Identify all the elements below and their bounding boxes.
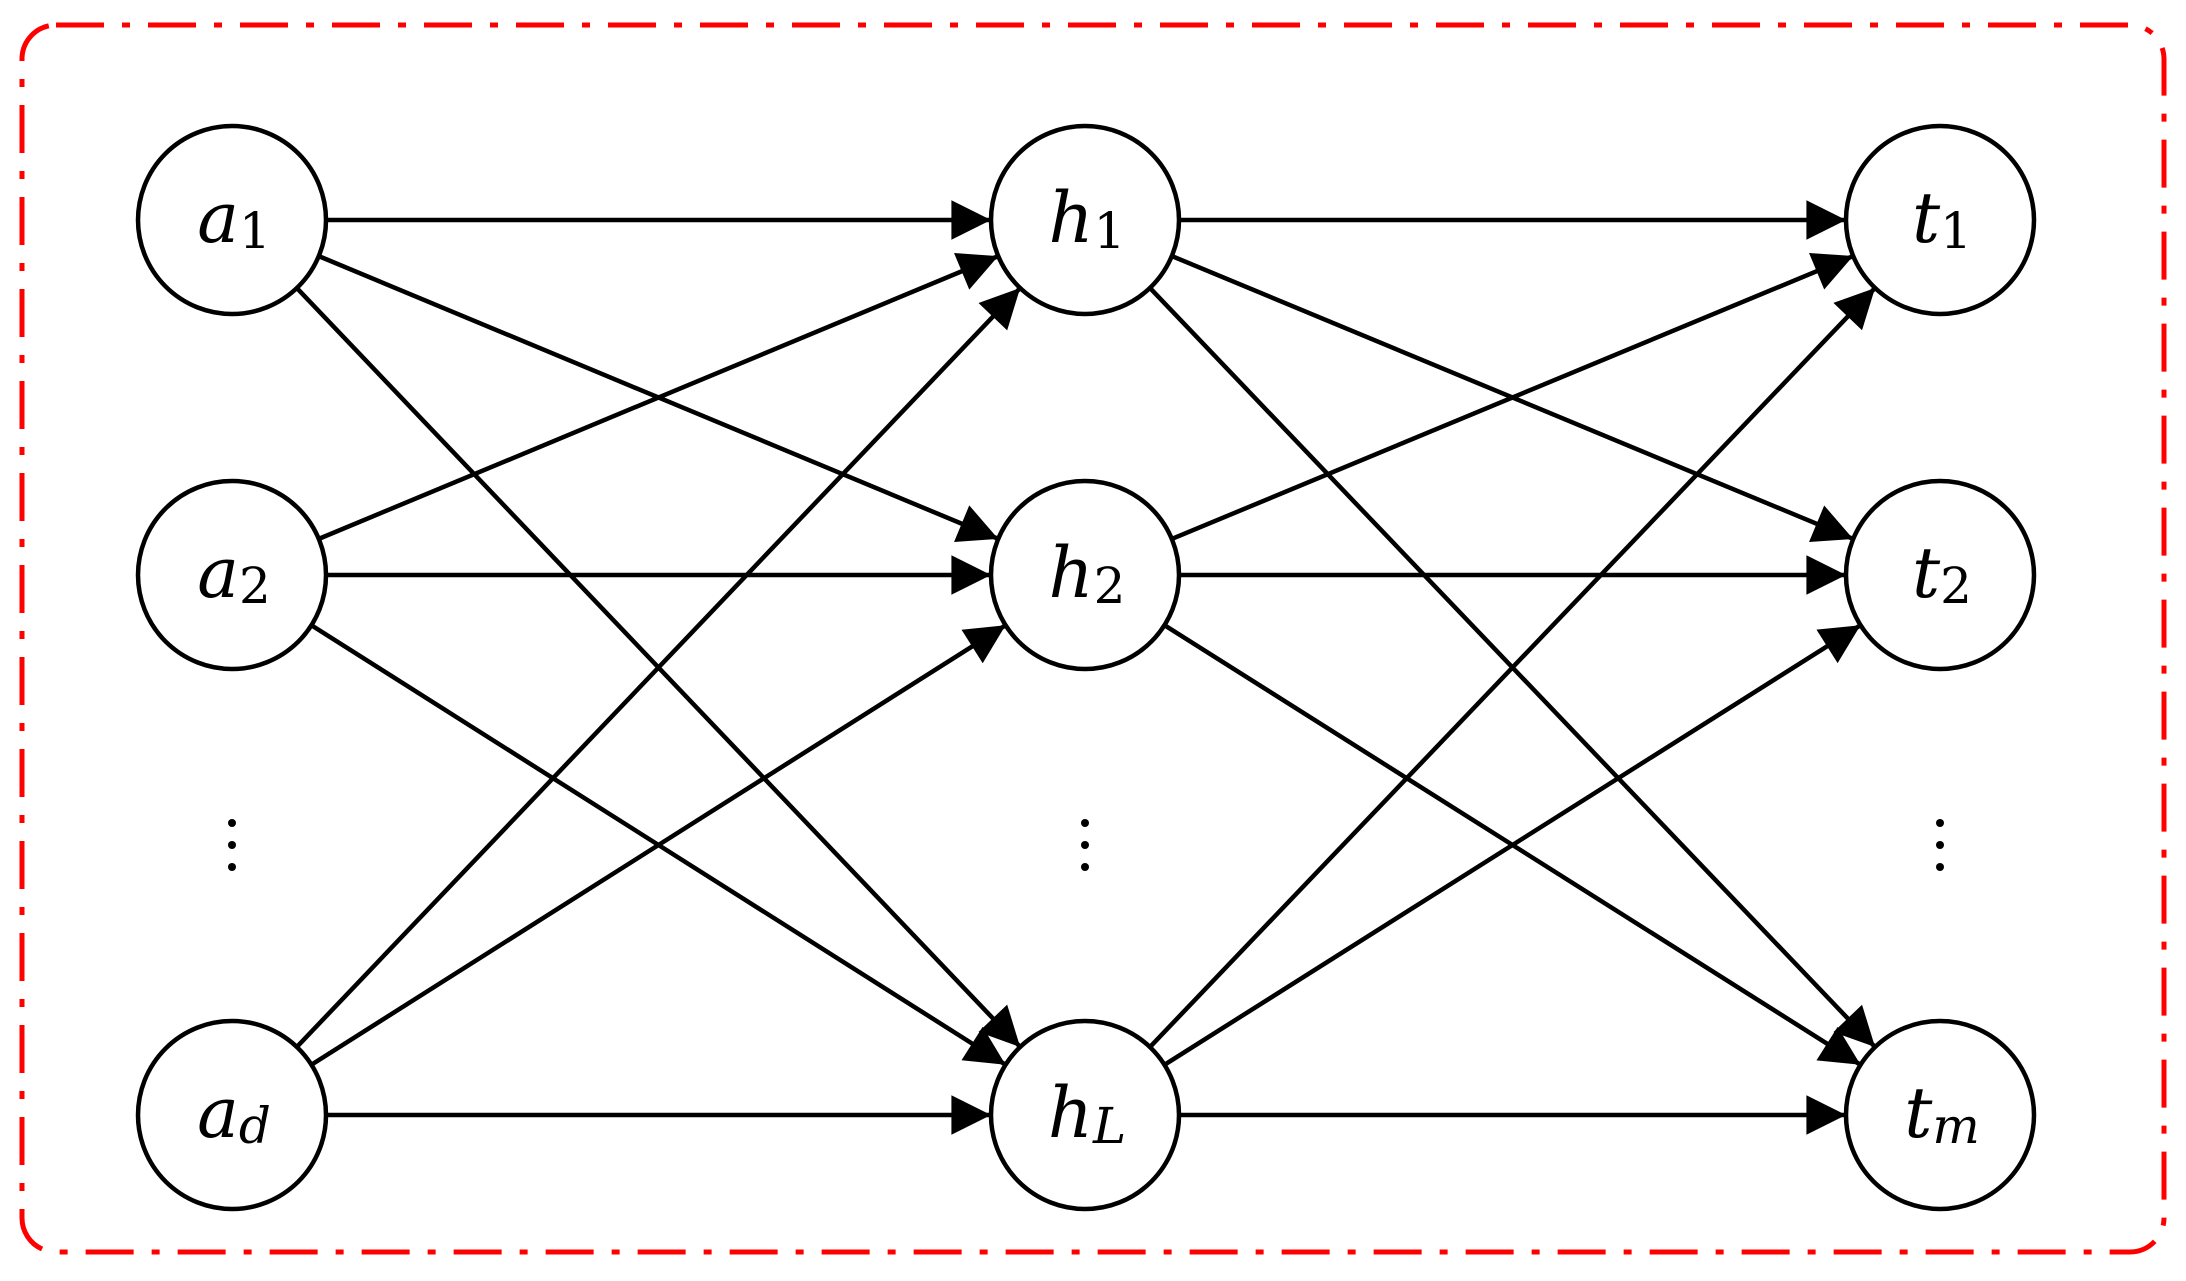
node-subscript: 2 [239,557,271,615]
node-symbol: t [1904,1072,1933,1154]
node-symbol: h [1049,177,1094,259]
ellipsis-dot [1081,819,1089,827]
node-circle-h1 [988,123,1182,317]
node-t1: t1 [1843,123,2037,317]
node-symbol: a [197,1072,239,1154]
ellipsis-dot [1936,863,1944,871]
node-circle-tm [1843,1018,2037,1212]
node-subscript: 2 [1940,557,1972,615]
ellipsis-dot [1936,819,1944,827]
ellipsis-dot [228,863,236,871]
node-circle-hL [988,1018,1182,1212]
node-symbol: t [1912,177,1941,259]
node-symbol: a [197,532,239,614]
edge-hL-to-t1 [1148,286,1877,1049]
node-circle-a2 [135,478,329,672]
node-ad: ad [135,1018,329,1212]
node-symbol: a [197,177,239,259]
node-label-t1: t1 [1912,177,1972,260]
node-subscript: d [239,1097,271,1155]
ellipses [228,819,1944,871]
node-label-a2: a2 [197,532,271,615]
node-circle-t2 [1843,478,2037,672]
node-subscript: 1 [1940,202,1972,260]
node-label-t2: t2 [1912,532,1972,615]
node-h1: h1 [988,123,1182,317]
edge-ad-to-h2 [310,623,1007,1067]
node-label-h1: h1 [1049,177,1126,260]
ellipsis-output [1936,819,1944,871]
node-label-ad: ad [197,1072,271,1155]
node-circle-t1 [1843,123,2037,317]
node-label-hL: hL [1048,1072,1126,1155]
ellipsis-dot [1081,863,1089,871]
ellipsis-dot [1936,841,1944,849]
node-h2: h2 [988,478,1182,672]
ellipsis-dot [228,841,236,849]
node-a2: a2 [135,478,329,672]
node-symbol: t [1912,532,1941,614]
node-subscript: m [1932,1097,1979,1155]
ellipsis-input [228,819,236,871]
node-label-h2: h2 [1049,532,1126,615]
node-subscript: 1 [1094,202,1126,260]
node-a1: a1 [135,123,329,317]
node-symbol: h [1048,1072,1093,1154]
node-subscript: 2 [1094,557,1126,615]
edges [295,200,1877,1135]
node-tm: tm [1843,1018,2037,1212]
ellipsis-dot [1081,841,1089,849]
node-circle-a1 [135,123,329,317]
edge-hL-to-t2 [1163,623,1862,1067]
ellipsis-hidden [1081,819,1089,871]
node-symbol: h [1049,532,1094,614]
node-circle-h2 [988,478,1182,672]
node-t2: t2 [1843,478,2037,672]
node-subscript: L [1092,1097,1126,1155]
edge-h2-to-t1 [1170,252,1855,542]
node-hL: hL [988,1018,1182,1212]
node-subscript: 1 [239,202,271,260]
node-label-tm: tm [1904,1072,1980,1155]
dashed-frame [19,22,2167,1255]
edge-ad-to-h1 [295,286,1022,1049]
edge-a2-to-h1 [317,253,1000,541]
node-label-a1: a1 [197,177,271,260]
node-circle-ad [135,1018,329,1212]
ellipsis-dot [228,819,236,827]
